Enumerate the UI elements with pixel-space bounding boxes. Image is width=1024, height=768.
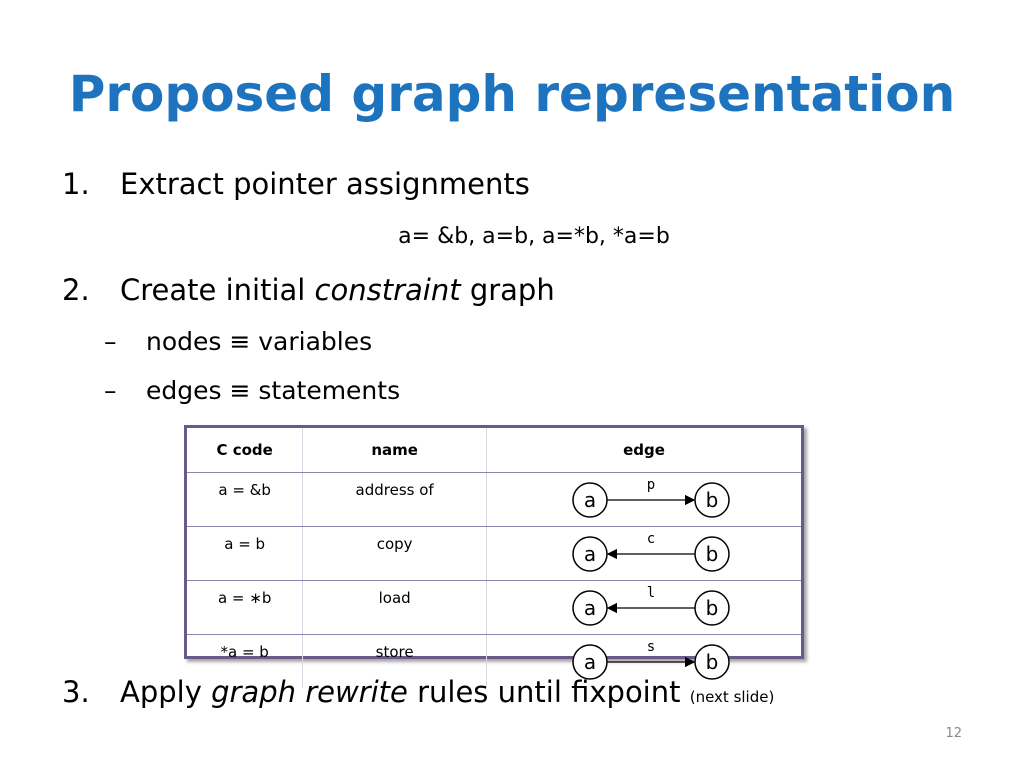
node-b-label: b <box>706 488 719 512</box>
header-c-code: C code <box>187 428 304 473</box>
list-item-3: 3. Apply graph rewrite rules until fixpoi… <box>62 674 774 715</box>
list-text: Create initial <box>120 273 315 307</box>
sub-item-nodes: –nodes ≡ variables <box>104 326 372 358</box>
node-b-label: b <box>706 596 719 620</box>
header-name: name <box>302 428 487 473</box>
node-a-label: a <box>584 596 596 620</box>
edge-label: s <box>647 639 655 655</box>
cell-name: load <box>302 580 487 635</box>
cell-name: copy <box>302 526 487 581</box>
slide-title: Proposed graph representation <box>68 65 956 123</box>
edge-label: p <box>647 477 655 493</box>
cell-c-code: a = &b <box>187 472 304 527</box>
list-text: Extract pointer assignments <box>120 167 530 201</box>
list-number: 2. <box>62 273 90 307</box>
list-text: graph <box>460 273 555 307</box>
page-number: 12 <box>945 726 962 741</box>
node-a-label: a <box>584 488 596 512</box>
node-a-label: a <box>584 542 596 566</box>
list-item-2: 2. Create initial constraint graph <box>62 272 555 308</box>
edge-label: c <box>647 531 655 547</box>
edge-label: l <box>647 585 655 601</box>
list-text: rules until fixpoint <box>407 675 690 709</box>
sub-text: nodes ≡ variables <box>146 327 373 356</box>
list-emphasis: graph rewrite <box>211 675 408 709</box>
cell-c-code: a = b <box>187 526 304 581</box>
cell-name: store <box>302 634 487 688</box>
list-note: (next slide) <box>689 688 775 706</box>
sub-item-edges: –edges ≡ statements <box>104 375 400 407</box>
cell-name: address of <box>302 472 487 527</box>
node-a-label: a <box>584 650 596 674</box>
sub-dash: – <box>104 327 117 356</box>
cell-c-code: a = ∗b <box>187 580 304 635</box>
list-number: 3. <box>62 675 90 709</box>
list-item-1: 1. Extract pointer assignments <box>62 166 530 202</box>
header-edge: edge <box>486 428 801 473</box>
list-text: Apply <box>120 675 212 709</box>
node-b-label: b <box>706 542 719 566</box>
sub-text: edges ≡ statements <box>146 376 401 405</box>
list-emphasis: constraint <box>314 273 461 307</box>
cell-c-code: *a = b <box>187 634 304 688</box>
pointer-assignments-formula: a= &b, a=b, a=*b, *a=b <box>398 224 670 249</box>
cell-edge: a b c <box>486 526 801 581</box>
list-number: 1. <box>62 167 90 201</box>
sub-dash: – <box>104 376 117 405</box>
table-header-row: C code name edge <box>187 428 801 473</box>
node-b-label: b <box>706 650 719 674</box>
edge-diagram: a b c <box>572 531 730 572</box>
